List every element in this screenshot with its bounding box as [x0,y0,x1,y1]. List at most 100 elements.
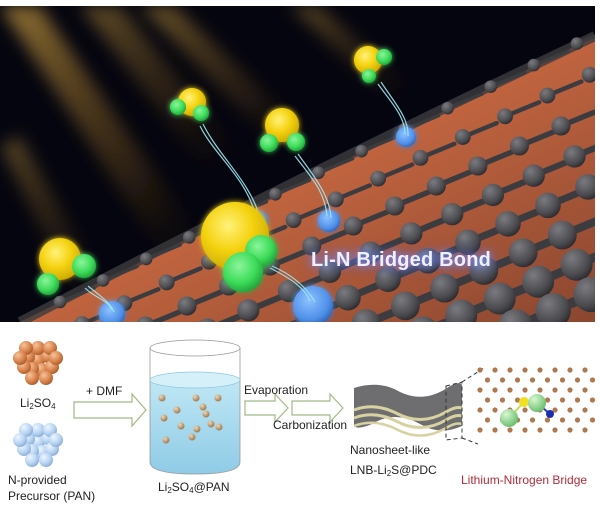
lattice-carbon-atom [522,387,528,393]
carbon-atom [573,276,595,313]
carbon-atom [535,292,571,322]
carbon-atom [177,296,197,316]
li2so4-label: Li2SO4 [20,396,56,411]
li2so4-pan-label: Li2SO4@PAN [158,480,230,495]
carbon-atom [318,260,342,284]
carbon-atom [468,156,488,176]
carbon-atom [199,318,216,322]
lattice-carbon-atom [589,417,596,423]
lattice-carbon-atom [574,417,581,423]
hero-title: Li-N Bridged Bond [311,249,492,271]
lattice-carbon-atom [492,407,498,413]
carbon-atom [158,274,175,291]
lattice-carbon-atom [514,397,521,403]
lattice-carbon-atom [582,367,588,373]
dispersed-particle [160,414,168,422]
lattice-carbon-atom [544,397,551,403]
carbon-atom [269,188,282,201]
carbon-atom [498,309,533,322]
lattice-carbon-atom [537,427,543,433]
lattice-carbon-atom [552,367,558,373]
li2so4-particle [31,341,45,355]
dispersed-particle [192,394,200,402]
carbon-atom [547,220,577,250]
lattice-carbon-atom [559,397,566,403]
carbonization-label: Carbonization [273,418,348,432]
carbon-atom [412,149,429,166]
lattice-carbon-atom [522,407,528,413]
carbon-atom [535,192,561,219]
carbon-atom [400,222,423,245]
dispersed-particle [215,423,223,431]
lattice-carbon-atom [492,427,498,433]
carbon-atom [327,191,344,208]
dispersed-particle [173,406,181,414]
carbon-atom [237,299,260,322]
hero-illustration: Li-N Bridged Bond [0,6,595,322]
lattice-carbon-atom [552,407,558,413]
arrow-carbonization [291,392,344,424]
dispersed-particle [202,410,210,418]
lattice-carbon-atom [544,417,551,423]
carbon-atom [370,170,387,187]
lattice-carbon-atom [492,367,498,373]
lattice-carbon-atom [567,367,573,373]
carbon-atom [426,176,446,196]
pan-particle [49,433,63,447]
lattice-carbon-atom [484,397,491,403]
lattice-carbon-atom [537,367,543,373]
carbon-atom [182,231,196,244]
carbon-atom [455,229,481,256]
lattice-carbon-atom [492,387,498,393]
lattice-carbon-atom [522,427,528,433]
arrow-evaporation [244,392,289,424]
lattice-carbon-atom [477,427,483,433]
carbon-atom [343,216,363,236]
carbon-atom [581,66,595,83]
carbon-atom [445,299,478,322]
lattice-carbon-atom [507,387,513,393]
dispersed-particle [199,403,207,411]
carbon-atom [136,316,155,322]
carbon-atom [312,166,325,180]
carbon-bond [148,309,183,322]
carbon-atom [351,309,381,322]
carbon-atom [285,212,302,229]
carbon-atom [560,248,593,281]
pan-particle [39,453,53,467]
lattice-carbon-atom [477,407,483,413]
li2s-molecule [354,46,392,83]
lattice-carbon-atom [552,387,558,393]
lattice-carbon-atom [574,377,581,383]
li2so4-particle [25,371,39,385]
dispersed-li2so4-particles [158,394,223,444]
pan-precursor-label: N-provided Precursor (PAN) [8,473,96,503]
carbon-atom [302,236,322,256]
lattice-carbon-atom [484,377,491,383]
synthesis-scheme: Li2SO4 N-provided Precursor (PAN) + DMF … [0,322,600,524]
carbon-atom [139,252,153,266]
li2s-molecules [37,46,392,295]
dispersed-particle [193,425,201,433]
dmf-step-label: + DMF [86,384,123,398]
carbon-atom [355,144,368,158]
li2s-molecule [170,88,209,121]
lattice-carbon-atom [537,387,543,393]
li2so4-particle [49,351,63,365]
carbon-atom [430,273,460,303]
lattice-carbon-atom [477,387,483,393]
carbon-atom [390,291,420,321]
carbon-atom [53,295,67,309]
lattice-carbon-atom [567,407,573,413]
carbon-bond [217,312,245,322]
dispersed-particle [162,436,170,444]
lattice-carbon-atom [484,417,491,423]
carbon-atom [522,265,555,298]
dispersed-particle [188,433,196,441]
nanosheet-label: Nanosheet-like LNB-Li2S@PDC [350,443,437,478]
lattice-carbon-atom [499,397,506,403]
li2s-molecule [260,108,305,152]
lattice-carbon-atom [529,417,536,423]
lattice-carbon-atom [544,377,551,383]
lithium-nitrogen-bridge-label: Lithium-Nitrogen Bridge [461,473,588,487]
